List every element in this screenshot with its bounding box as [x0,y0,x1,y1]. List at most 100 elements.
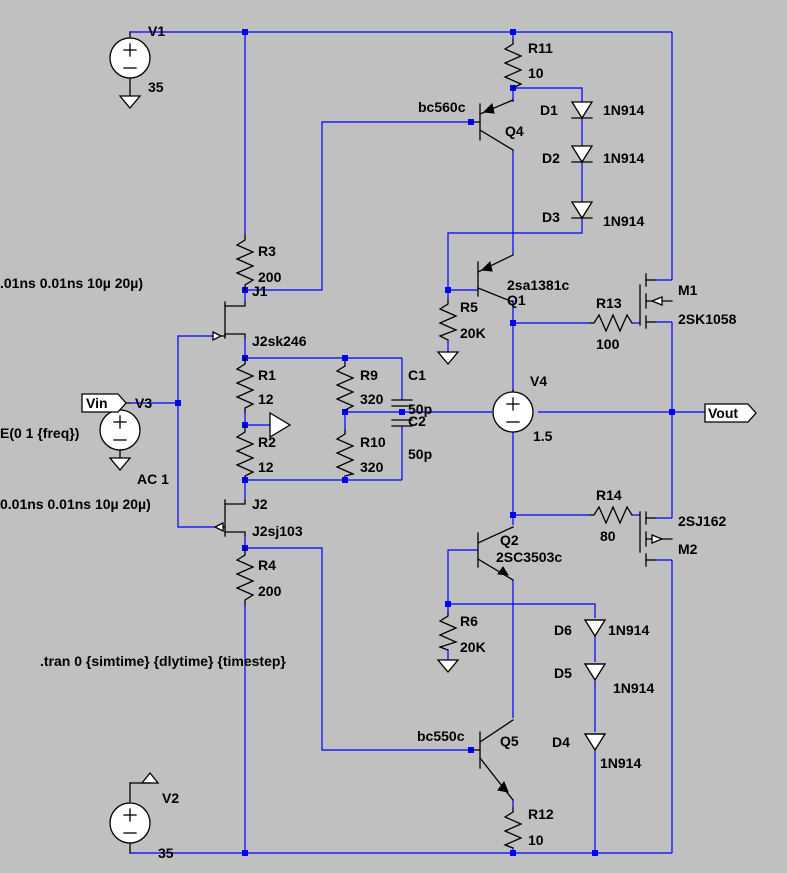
m1-mosfet[interactable] [639,273,673,329]
v2-name: V2 [162,790,179,806]
vout-netlabel[interactable]: Vout [704,403,757,423]
c1-name: C1 [408,367,426,383]
q4-name: Q4 [505,123,524,139]
d2-value: 1N914 [603,150,644,166]
q2-value: 2SC3503c [496,549,562,565]
j1-name: J1 [252,283,268,299]
v3-ac: AC 1 [137,471,169,487]
r3-resistor[interactable] [235,234,255,291]
j1-jfet[interactable] [212,301,246,342]
q2-transistor[interactable] [477,526,514,581]
d4-value: 1N914 [600,755,641,771]
r5-name: R5 [460,299,478,315]
r11-value: 10 [528,65,544,81]
r5-value: 20K [460,325,486,341]
c2-capacitor[interactable] [391,419,413,427]
r13-resistor[interactable] [589,313,633,333]
r1-value: 12 [258,391,274,407]
m1-name: M1 [678,282,698,298]
d3-name: D3 [542,209,560,225]
r10-name: R10 [360,434,386,450]
r3-name: R3 [258,243,276,259]
v2-value: 35 [158,845,174,861]
r2-name: R2 [258,434,276,450]
spice-directive: .tran 0 {simtime} {dlytime} {timestep} [40,653,286,669]
v4-source[interactable] [492,389,534,433]
q5-name: Q5 [500,733,519,749]
j2-name: J2 [252,496,268,512]
v3-name: V3 [135,395,152,411]
d4-name: D4 [552,734,570,750]
q5-value: bc550c [417,728,465,744]
j2-jfet[interactable] [213,499,246,537]
d2-name: D2 [542,150,560,166]
r4-resistor[interactable] [235,547,255,606]
j2-value: J2sj103 [252,523,303,539]
r12-value: 10 [528,832,544,848]
r3-value: 200 [258,269,282,285]
r9-resistor[interactable] [335,361,355,411]
c1-capacitor[interactable] [391,399,413,407]
d6-value: 1N914 [608,622,649,638]
ground-icon [436,659,460,674]
q2-name: Q2 [500,532,519,548]
q1-name: Q1 [507,292,526,308]
q4-transistor[interactable] [471,99,514,151]
r9-value: 320 [360,391,384,407]
ground-icon [436,351,460,366]
r4-value: 200 [258,583,282,599]
d5-name: D5 [554,665,572,681]
r6-resistor[interactable] [437,611,458,651]
d4-diode[interactable] [583,733,607,752]
pulse-top: .01ns 0.01ns 10µ 20µ) [0,275,143,291]
svg-text:Vin: Vin [86,395,108,411]
r14-resistor[interactable] [589,505,633,525]
r1-name: R1 [258,367,276,383]
v3-value: E(0 1 {freq}) [0,425,79,441]
q1-transistor[interactable] [477,254,514,303]
svg-text:Vout: Vout [708,405,738,421]
r4-name: R4 [258,557,276,573]
q4-value: bc560c [418,99,466,115]
q5-transistor[interactable] [471,719,514,801]
d1-name: D1 [540,102,558,118]
r12-name: R12 [528,806,554,822]
r5-resistor[interactable] [438,299,458,341]
r11-resistor[interactable] [503,39,523,89]
pulse-bottom: 0.01ns 0.01ns 10µ 20µ) [0,496,151,512]
c1-value: 50p [408,401,432,417]
d5-value: 1N914 [613,680,654,696]
r11-name: R11 [528,40,553,56]
j1-value: J2sk246 [252,333,307,349]
r14-value: 80 [600,528,616,544]
r13-value: 100 [596,336,620,352]
r10-resistor[interactable] [335,429,356,477]
v1-source[interactable] [109,31,151,110]
r2-value: 12 [258,459,274,475]
r12-resistor[interactable] [503,807,523,849]
d5-diode[interactable] [583,663,607,682]
m2-name: M2 [678,541,698,557]
v3-source[interactable] [99,402,141,472]
m2-value: 2SJ162 [678,513,726,529]
r1-resistor[interactable] [235,357,255,413]
r9-name: R9 [360,367,378,383]
r2-resistor[interactable] [235,424,255,479]
d3-value: 1N914 [603,213,644,229]
v2-source[interactable] [109,771,160,854]
r2-probe-ground [269,411,292,439]
d3-diode[interactable] [570,201,594,220]
r10-value: 320 [360,459,384,475]
r14-name: R14 [596,487,622,503]
d2-diode[interactable] [570,145,594,164]
wires [130,31,705,854]
d1-diode[interactable] [570,101,594,120]
v1-value: 35 [148,79,164,95]
m2-mosfet[interactable] [639,511,673,567]
ground-icon [118,95,142,110]
d6-diode[interactable] [583,619,607,638]
vin-netlabel[interactable]: Vin [81,393,127,413]
ground-icon [108,457,132,472]
labels: V1 35 V2 35 V3 E(0 1 {freq}) AC 1 .01ns … [0,23,737,861]
